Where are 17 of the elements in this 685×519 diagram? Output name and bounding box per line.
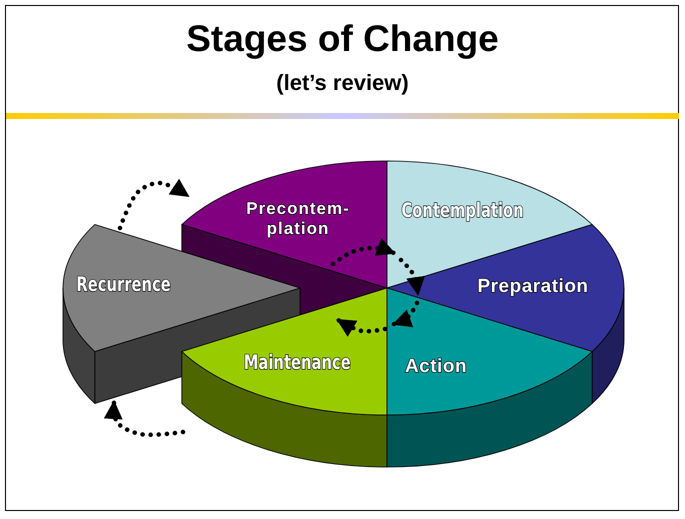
dotted-arrow bbox=[330, 238, 396, 266]
slice-label: Precontem- plation bbox=[245, 199, 351, 239]
dotted-arrow bbox=[398, 258, 425, 296]
pie-slice bbox=[181, 160, 388, 316]
slice-label: Recurrence bbox=[76, 272, 172, 296]
pie-slice bbox=[386, 224, 624, 404]
slice-label: Action bbox=[404, 356, 468, 378]
slice-label: Preparation bbox=[477, 276, 589, 298]
slice-label: Contemplation bbox=[402, 198, 524, 222]
title: Stages of Change bbox=[185, 18, 500, 60]
slice-label: Maintenance bbox=[244, 350, 350, 374]
subtitle: (let’s review) bbox=[275, 70, 410, 96]
dotted-arrow bbox=[392, 300, 420, 328]
dotted-arrow bbox=[104, 400, 186, 438]
pie-slice bbox=[181, 288, 388, 468]
dotted-arrow bbox=[118, 178, 190, 230]
dotted-arrow bbox=[336, 318, 388, 337]
